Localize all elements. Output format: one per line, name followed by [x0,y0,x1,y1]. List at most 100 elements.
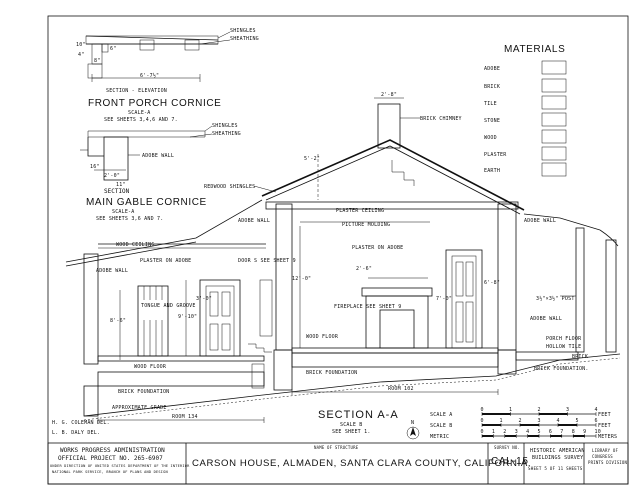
scale-a-tick-label: 4 [595,407,598,413]
scale-metric-tick-label: 1 [492,429,495,435]
scale-b-tick-label: 1 [500,418,503,424]
dim-6: 6'-8" [484,280,500,286]
porch-floor-label: PORCH FLOOR [546,336,582,342]
brick-foundation-label-3: BRICK FOUNDATION. [534,366,589,372]
scale-b-tick-label: 5 [576,418,579,424]
scale-metric-tick-label: 9 [583,429,586,435]
scale-b-tick-label: 4 [557,418,560,424]
survey-no-caption: SURVEY NO. [494,445,520,450]
scale-b-tick-label: 3 [538,418,541,424]
main-gable-cornice-detail: SHINGLES SHEATHING ADOBE WALL 16" 2'-0" … [80,123,241,222]
scale-meters: METERS [598,434,617,440]
brick-foundation-label-2: BRICK FOUNDATION [306,370,357,376]
post-label: 3½"×3½" POST [536,295,575,302]
legend-label-tile: TILE [484,101,497,107]
scale-metric-tick-label: 2 [503,429,506,435]
adobe-wall-label-2: ADOBE WALL [524,218,556,224]
grade-line [83,353,621,417]
dim-5: 3'-0" [196,296,212,302]
scale-b-label: SCALE B [430,423,452,429]
scale-b-tick-label: 6 [595,418,598,424]
left-porch-roof [65,199,263,263]
right-porch-roof [523,213,601,231]
legend-swatch-brick [541,78,567,93]
scale-feet-a: FEET [598,412,611,418]
signature-line-1: H. G. COLEMAN DEL. [52,420,110,426]
porch-dim-a: 10" [76,42,86,48]
scale-metric-segment [550,435,562,437]
wpa-line-3: UNDER DIRECTION OF UNITED STATES DEPARTM… [50,464,190,468]
legend-item-wood: WOOD [484,129,567,144]
porch-section-label: SECTION - ELEVATION [106,88,167,94]
dim-7: 2'-6" [356,266,372,272]
section-title-block: SECTION A-A SCALE B SEE SHEET 1. [318,409,398,435]
dim-2: 9'-10" [178,314,197,320]
scale-metric-tick-label: 10 [595,429,601,435]
legend-swatch-wood [541,129,567,144]
legend-item-earth: EARTH [484,162,567,177]
scale-metric-tick-label: 4 [526,429,529,435]
brick-foundation-label-1: BRICK FOUNDATION [118,389,169,395]
metric-label: METRIC [430,434,449,440]
north-arrow-label: N [411,420,414,426]
library-line-3: PRINTS DIVISION [588,460,628,465]
scale-b-segment [482,424,501,426]
room-102-label: ROOM 102 [388,386,414,392]
porch-sheathing-label: SHEATHING [230,36,259,42]
plaster-on-adobe-label-2: PLASTER ON ADOBE [352,245,403,251]
scale-feet-b: FEET [598,423,611,429]
scale-metric-tick-label: 0 [481,429,484,435]
porch-dim-d: 8" [94,58,100,64]
plaster-on-adobe-label-1: PLASTER ON ADOBE [140,258,191,264]
legend-label-stone: STONE [484,118,500,124]
adobe-wall-label-3: ADOBE WALL [96,268,128,274]
title-block: WORKS PROGRESS ADMINISTRATION OFFICIAL P… [47,442,629,485]
name-caption: NAME OF STRUCTURE [314,445,359,450]
porch-post [575,227,585,353]
scale-metric-tick-label: 5 [538,429,541,435]
gable-dim-b: 2'-0" [104,173,120,179]
right-crawlspace-vents [291,352,499,368]
wood-floor-label-2: WOOD FLOOR [306,334,339,340]
porch-dim-b: 4" [78,52,84,58]
brick-label: BRICK [572,354,588,360]
adobe-wall-center-left [275,203,293,351]
legend-label-earth: EARTH [484,168,500,174]
library-line-2: CONGRESS [592,454,613,459]
brick-chimney [377,103,401,149]
section-scale: SCALE B [340,422,362,428]
wood-ceiling-label: WOOD CEILING [116,242,155,248]
left-wood-floor [97,355,265,362]
legend-item-stone: STONE [484,112,567,127]
redwood-shingles-label: REDWOOD SHINGLES [204,184,255,190]
legend-item-brick: BRICK [484,78,567,93]
tongue-groove-label: TONGUE AND GROOVE [141,303,196,309]
gable-see-sheets: SEE SHEETS 3,6 AND 7. [96,216,163,222]
room-134-label: ROOM 134 [172,414,198,420]
adobe-wall-label-4: ADOBE WALL [530,316,562,322]
gable-dim-a: 16" [90,164,100,170]
porch-dim-c: 6" [110,46,116,52]
wpa-line-4: NATIONAL PARK SERVICE, BRANCH OF PLANS A… [52,470,168,474]
gable-dim-c: 11" [116,182,126,188]
scale-a-tick-label: 1 [509,407,512,413]
fireplace-mantel [361,287,433,297]
door-see-sheet-label: DOOR S SEE SHEET 9 [238,258,296,264]
approx-grade-label: APPROXIMATE GRADE [112,405,167,411]
left-crawlspace-vents [97,371,265,387]
scale-b-tick-label: 2 [519,418,522,424]
scale-metric-tick-label: 7 [560,429,563,435]
signature-line-2: L. B. DALY DEL. [52,430,100,436]
legend-swatch-stone [541,112,567,127]
legend-swatch-earth [541,162,567,177]
scale-a-segment [539,413,568,415]
sheet-number: SHEET 5 OF 11 SHEETS [528,466,583,471]
wpa-line-1: WORKS PROGRESS ADMINISTRATION [60,447,165,454]
legend-label-wood: WOOD [484,135,497,141]
adobe-wall-right [497,203,517,351]
dim-4: 7'-0" [436,296,452,302]
materials-legend: MATERIALS ADOBE BRICK TILE STONE WOOD PL… [484,44,567,177]
scale-metric-segment [504,435,517,437]
dim-1: 8'-6" [110,318,126,324]
